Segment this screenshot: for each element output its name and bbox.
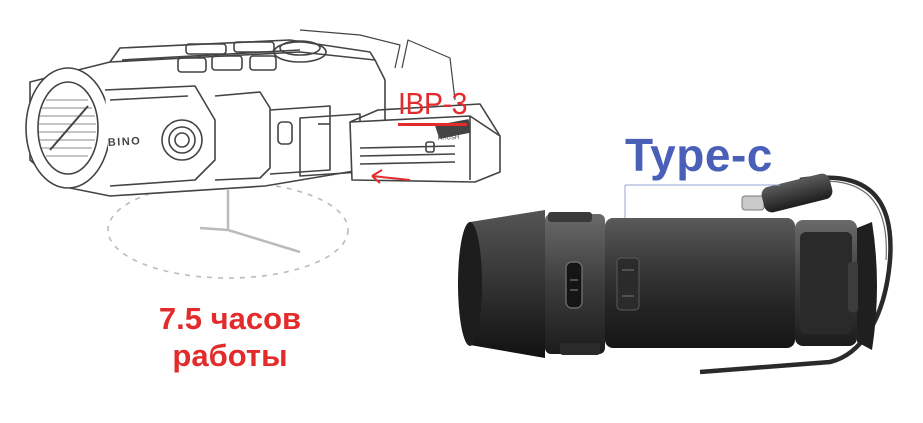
battery-model-underline: [398, 123, 468, 126]
runtime-line-2: работы: [172, 338, 288, 373]
rotation-dial-icon: [107, 181, 349, 279]
runtime-label: 7.5 часов работы: [0, 300, 460, 374]
monocular-device: [458, 173, 893, 375]
battery-model-text: IBP-3: [398, 86, 468, 121]
runtime-line-1: 7.5 часов: [158, 301, 302, 336]
binocular-drawing: [25, 29, 501, 279]
connector-label: Type-c: [625, 129, 773, 181]
battery-pack: [349, 103, 501, 183]
battery-model-label: IBP-3: [398, 86, 468, 126]
arrow-left-icon: [371, 169, 411, 184]
usb-c-plug: [624, 173, 833, 230]
